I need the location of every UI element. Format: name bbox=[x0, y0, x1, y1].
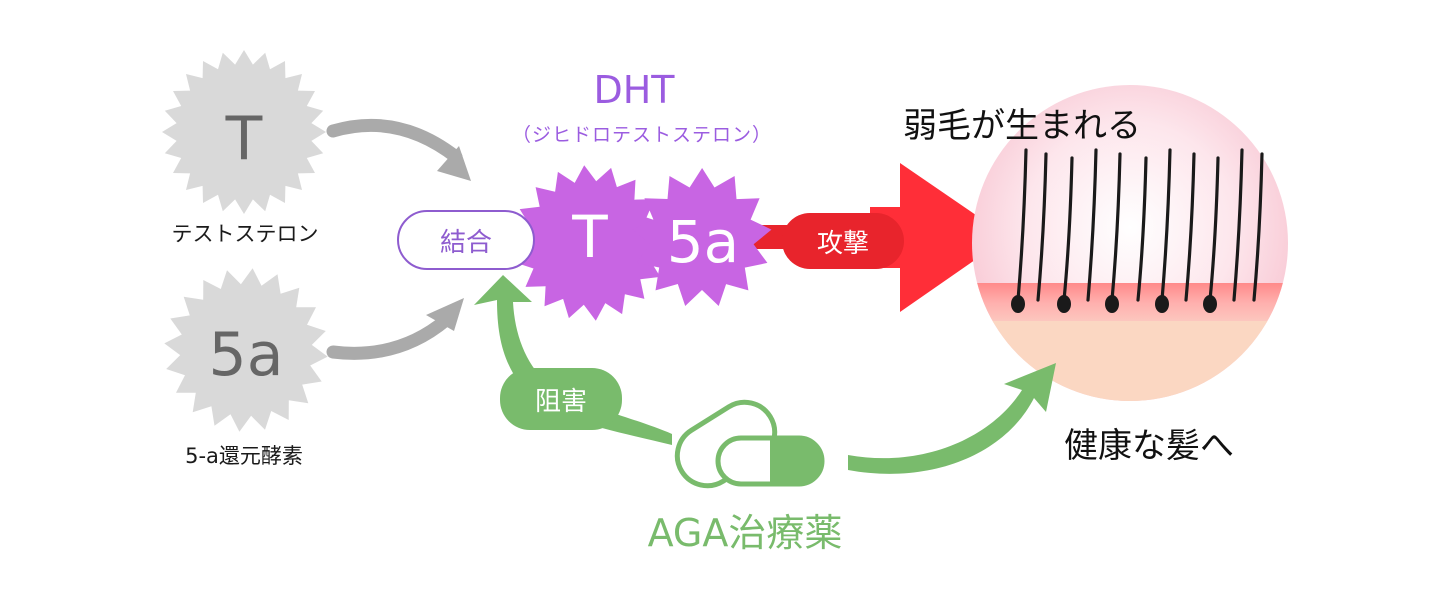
hair-strand bbox=[1208, 156, 1220, 302]
hair-strand bbox=[1160, 148, 1172, 302]
testosterone-symbol: T bbox=[225, 104, 263, 174]
dht-t-symbol: T bbox=[572, 203, 608, 271]
dht-5a-star-icon bbox=[632, 168, 772, 306]
testosterone-star-icon bbox=[162, 50, 326, 214]
hair-strand bbox=[1184, 152, 1196, 302]
skin-layer bbox=[972, 321, 1288, 401]
hair-bulb bbox=[1105, 295, 1119, 313]
enzyme-caption: 5-a還元酵素 bbox=[185, 444, 303, 468]
hair-bulb bbox=[1011, 295, 1025, 313]
merge-arrow-top bbox=[326, 118, 463, 164]
merge-arrow-bottom bbox=[326, 313, 453, 360]
hair-strand bbox=[1252, 152, 1264, 302]
dht-title: DHT bbox=[593, 68, 675, 112]
attack-label: 攻撃 bbox=[782, 213, 904, 269]
merge-arrowhead-top bbox=[437, 146, 471, 181]
healthy-hair-label: 健康な髪へ bbox=[1064, 426, 1234, 466]
enzyme-star-icon bbox=[164, 268, 328, 432]
hair-strands bbox=[1011, 148, 1264, 313]
block-label: 阻害 bbox=[500, 368, 622, 430]
merge-arrowhead-bottom bbox=[426, 298, 464, 331]
bind-label: 結合 bbox=[397, 210, 535, 270]
testosterone-caption: テストステロン bbox=[171, 222, 319, 246]
hair-bulb bbox=[1057, 295, 1071, 313]
capsule-icon bbox=[674, 399, 825, 489]
weak-hair-label: 弱毛が生まれる bbox=[903, 106, 1141, 146]
hair-bulb bbox=[1155, 295, 1169, 313]
scalp-layer bbox=[972, 283, 1288, 323]
hair-strand bbox=[1136, 156, 1148, 302]
hair-strand bbox=[1086, 148, 1098, 302]
heal-arrow-body bbox=[848, 363, 1056, 474]
hair-strand bbox=[1016, 148, 1028, 302]
hair-strand bbox=[1110, 152, 1122, 302]
dht-t-star-icon bbox=[512, 165, 668, 321]
attack-arrow-shape bbox=[870, 163, 1008, 312]
capsule-front-fill bbox=[770, 438, 822, 484]
hair-strand bbox=[1062, 156, 1074, 302]
dht-subtitle: （ジヒドロテストステロン） bbox=[511, 124, 773, 146]
merge-arrows bbox=[326, 118, 471, 360]
hair-strand bbox=[1036, 152, 1048, 302]
enzyme-symbol: 5a bbox=[208, 320, 284, 390]
hair-bulb bbox=[1203, 295, 1217, 313]
hair-strand bbox=[1232, 148, 1244, 302]
dht-5a-symbol: 5a bbox=[666, 208, 740, 276]
drug-label: AGA治療薬 bbox=[647, 511, 843, 555]
